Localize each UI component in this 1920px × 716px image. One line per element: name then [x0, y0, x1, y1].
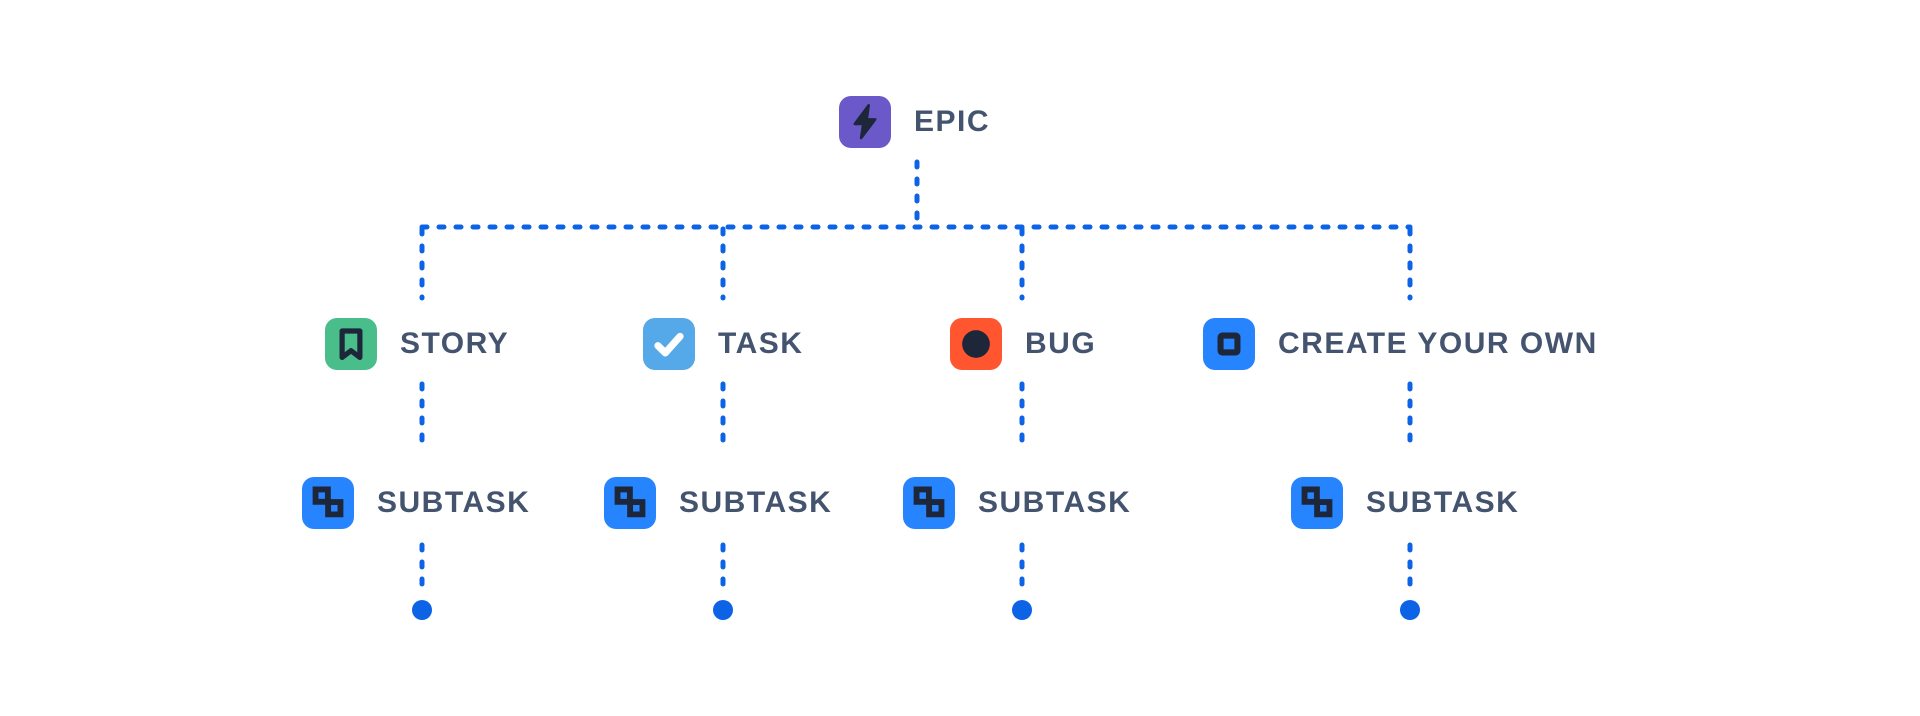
- endpoint-dot-1: [412, 600, 432, 620]
- node-task: TASK: [643, 318, 803, 370]
- node-label-epic: EPIC: [914, 105, 991, 138]
- node-label-subtask: SUBTASK: [377, 486, 531, 519]
- node-epic: EPIC: [839, 96, 990, 148]
- node-bug: BUG: [950, 318, 1096, 370]
- node-create-your-own: CREATE YOUR OWN: [1203, 318, 1598, 370]
- subtask-icon: [903, 477, 955, 529]
- subtask-icon: [604, 477, 656, 529]
- endpoint-dot-3: [1012, 600, 1032, 620]
- node-label-create-your-own: CREATE YOUR OWN: [1278, 327, 1598, 360]
- epic-lightning-icon: [839, 96, 891, 148]
- node-story: STORY: [325, 318, 509, 370]
- task-checkmark-icon: [643, 318, 695, 370]
- node-label-subtask: SUBTASK: [679, 486, 833, 519]
- story-bookmark-icon: [325, 318, 377, 370]
- subtask-icon: [302, 477, 354, 529]
- bug-circle-icon: [950, 318, 1002, 370]
- node-subtask-story: SUBTASK: [302, 477, 530, 529]
- node-label-story: STORY: [400, 327, 510, 360]
- node-subtask-bug: SUBTASK: [903, 477, 1131, 529]
- node-label-subtask: SUBTASK: [978, 486, 1132, 519]
- endpoint-dot-4: [1400, 600, 1420, 620]
- subtask-icon: [1291, 477, 1343, 529]
- endpoint-dot-2: [713, 600, 733, 620]
- node-subtask-task: SUBTASK: [604, 477, 832, 529]
- node-subtask-create-your-own: SUBTASK: [1291, 477, 1519, 529]
- create-your-own-square-icon: [1203, 318, 1255, 370]
- node-label-task: TASK: [718, 327, 804, 360]
- node-label-bug: BUG: [1025, 327, 1097, 360]
- node-label-subtask: SUBTASK: [1366, 486, 1520, 519]
